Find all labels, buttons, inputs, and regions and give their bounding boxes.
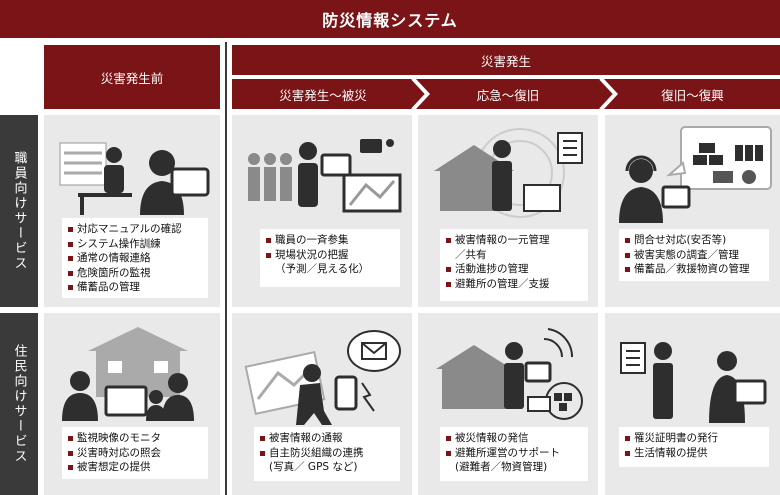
- list-item: 自主防災組織の連携: [260, 446, 394, 461]
- list-item: 被害情報の通報: [260, 431, 394, 446]
- list-item: 災害時対応の照会: [68, 446, 202, 461]
- phase-arrows: [232, 79, 780, 109]
- staff-gathering-icon: [248, 139, 402, 213]
- list-item: 活動進捗の管理: [446, 262, 582, 277]
- list-item: 罹災証明書の発行: [625, 431, 763, 446]
- certificate-issue-icon: [620, 342, 767, 423]
- cell-staff-before: 対応マニュアルの確認システム操作訓練通常の情報連絡危険箇所の監視備蓄品の管理: [44, 115, 220, 307]
- list-resident-phase2: 被災情報の発信避難所運営のサポート(避難者／物資管理): [440, 427, 588, 481]
- list-resident-phase3: 罹災証明書の発行生活情報の提供: [619, 427, 769, 467]
- list-staff-before: 対応マニュアルの確認システム操作訓練通常の情報連絡危険箇所の監視備蓄品の管理: [62, 218, 208, 298]
- list-item: （予測／見える化）: [275, 263, 370, 275]
- cell-staff-phase1: 職員の一斉参集現場状況の把握（予測／見える化）: [232, 115, 412, 307]
- list-item: 生活情報の提供: [625, 446, 763, 461]
- list-item: 備蓄品の管理: [68, 280, 202, 295]
- list-item: 避難所運営のサポート: [446, 446, 582, 461]
- list-item: 通常の情報連絡: [68, 251, 202, 266]
- list-item: 備蓄品／救援物資の管理: [625, 262, 763, 277]
- list-item: 危険箇所の監視: [68, 266, 202, 281]
- header-phase-2: 応急～復旧: [476, 87, 540, 103]
- list-item: 対応マニュアルの確認: [68, 222, 202, 237]
- list-resident-before: 監視映像のモニタ災害時対応の照会被害想定の提供: [62, 427, 208, 479]
- page-title: 防災情報システム: [0, 0, 780, 38]
- cell-resident-phase3: 罹災証明書の発行生活情報の提供: [605, 313, 780, 495]
- list-staff-phase1: 職員の一斉参集現場状況の把握（予測／見える化）: [260, 229, 400, 287]
- list-item: 被害情報の一元管理: [446, 233, 582, 248]
- row-header-staff: 職員向けサービス: [0, 115, 38, 307]
- header-phase-3: 復旧～復興: [661, 87, 724, 103]
- list-item: (避難者／物資管理): [455, 461, 548, 473]
- cell-resident-before: 監視映像のモニタ災害時対応の照会被害想定の提供: [44, 313, 220, 495]
- list-item: 職員の一斉参集: [266, 233, 394, 248]
- header-before-disaster: 災害発生前: [44, 45, 220, 109]
- row-header-resident: 住民向けサービス: [0, 313, 38, 495]
- list-item: ／共有: [455, 248, 487, 261]
- cell-resident-phase2: 被災情報の発信避難所運営のサポート(避難者／物資管理): [418, 313, 598, 495]
- list-item: 現場状況の把握: [266, 248, 394, 263]
- header-phase-1: 災害発生～被災: [279, 87, 367, 103]
- list-resident-phase1: 被害情報の通報自主防災組織の連携(写真／ GPS など): [254, 427, 400, 481]
- list-item: システム操作訓練: [68, 237, 202, 252]
- cell-staff-phase3: 問合せ対応(安否等)被害実態の調査／管理備蓄品／救援物資の管理: [605, 115, 780, 307]
- list-item: 問合せ対応(安否等): [625, 233, 763, 248]
- header-disaster: 災害発生: [232, 45, 780, 75]
- list-item: 被害実態の調査／管理: [625, 248, 763, 263]
- cell-staff-phase2: 被害情報の一元管理／共有活動進捗の管理避難所の管理／支援: [418, 115, 598, 307]
- office-worker-icon: [59, 142, 210, 215]
- cell-resident-phase1: 被害情報の通報自主防災組織の連携(写真／ GPS など): [232, 313, 412, 495]
- list-item: 監視映像のモニタ: [68, 431, 202, 446]
- divider: [225, 42, 227, 495]
- shelter-support-icon: [436, 328, 583, 420]
- operator-headset-icon: [619, 126, 772, 223]
- list-staff-phase2: 被害情報の一元管理／共有活動進捗の管理避難所の管理／支援: [440, 229, 588, 301]
- list-item: (写真／ GPS など): [269, 461, 358, 473]
- family-monitor-icon: [62, 327, 194, 421]
- list-staff-phase3: 問合せ対応(安否等)被害実態の調査／管理備蓄品／救援物資の管理: [619, 229, 769, 281]
- building-damage-icon: [434, 128, 583, 218]
- list-item: 避難所の管理／支援: [446, 277, 582, 292]
- list-item: 被害想定の提供: [68, 460, 202, 475]
- report-smartphone-icon: [244, 330, 401, 425]
- list-item: 被災情報の発信: [446, 431, 582, 446]
